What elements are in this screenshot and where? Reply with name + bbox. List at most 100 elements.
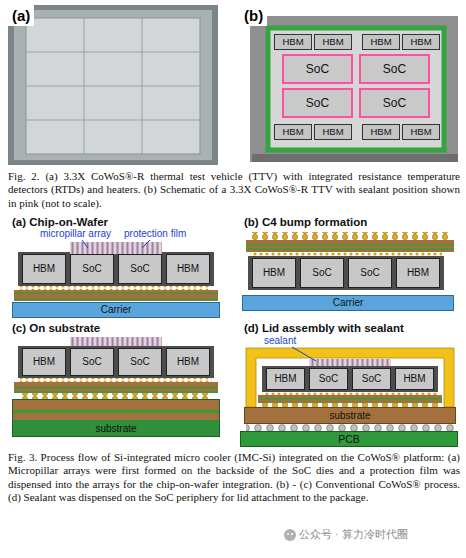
die-box: SoC xyxy=(300,258,344,288)
die-box: SoC xyxy=(309,368,348,390)
sealant xyxy=(309,359,391,367)
photo-substrate xyxy=(14,10,212,160)
node-text: SoC xyxy=(82,357,101,367)
callout-label: micropillar array xyxy=(40,228,111,240)
panel-title: (b) C4 bump formation xyxy=(244,216,367,229)
node-text: SoC xyxy=(319,374,338,384)
photo-die-area xyxy=(26,18,200,154)
photo-grid-line xyxy=(26,120,200,121)
panel-title: (d) Lid assembly with sealant xyxy=(244,322,404,335)
soc-box: SoC xyxy=(359,54,430,84)
carrier-layer: Carrier xyxy=(12,302,220,318)
watermark-icon xyxy=(291,533,293,535)
node-text: HBM xyxy=(177,357,199,367)
photo-grid-line xyxy=(26,52,200,53)
die-box: HBM xyxy=(395,368,434,390)
green-frame xyxy=(268,28,444,150)
die-box: SoC xyxy=(352,368,391,390)
interposer xyxy=(246,240,454,252)
node-text: HBM xyxy=(410,127,431,137)
die-box: HBM xyxy=(22,254,66,284)
micro-bumps xyxy=(20,286,212,290)
substrate-layer: substrate xyxy=(12,399,220,437)
substrate-layer: substrate xyxy=(244,407,456,424)
interposer xyxy=(258,395,442,403)
die-box: HBM xyxy=(314,124,352,140)
molding xyxy=(262,366,438,392)
node-text: SoC xyxy=(383,97,406,109)
node-text: HBM xyxy=(322,127,343,137)
panel-label: (a) xyxy=(8,5,34,26)
die-box: HBM xyxy=(314,34,352,50)
die-box: HBM xyxy=(402,34,440,50)
node-text: Carrier xyxy=(101,305,132,315)
figure-caption: Fig. 3. Process flow of Si-integrated mi… xyxy=(8,451,460,505)
soc-box: SoC xyxy=(282,88,353,118)
node-text: HBM xyxy=(33,357,55,367)
node-text: SoC xyxy=(306,63,329,75)
die-box: HBM xyxy=(274,124,312,140)
soc-box: SoC xyxy=(359,88,430,118)
figure-caption: Fig. 2. (a) 3.3X CoWoS®-R thermal test v… xyxy=(8,170,460,210)
die-box: SoC xyxy=(118,348,162,376)
die-box: SoC xyxy=(118,254,162,284)
package-board xyxy=(250,16,458,162)
node-text: HBM xyxy=(274,374,296,384)
leader-line xyxy=(142,240,150,248)
die-box: SoC xyxy=(70,348,114,376)
die-box: HBM xyxy=(362,124,400,140)
watermark-icon xyxy=(287,533,289,535)
c4-bumps xyxy=(250,232,450,240)
bga-balls xyxy=(246,424,454,431)
node-text: SoC xyxy=(360,268,379,278)
die-box: HBM xyxy=(362,34,400,50)
node-text: HBM xyxy=(322,37,343,47)
node-text: HBM xyxy=(282,127,303,137)
node-text: SoC xyxy=(82,264,101,274)
die-box: HBM xyxy=(274,34,312,50)
node-text: HBM xyxy=(33,264,55,274)
panel-title: (c) On substrate xyxy=(12,322,100,335)
micro-bumps xyxy=(262,392,438,395)
node-text: HBM xyxy=(370,127,391,137)
node-text: SoC xyxy=(312,268,331,278)
node-text: substrate xyxy=(95,424,136,434)
node-text: HBM xyxy=(403,374,425,384)
panel-title: (a) Chip-on-Wafer xyxy=(12,216,108,229)
package-side xyxy=(252,154,458,162)
leader-line xyxy=(292,347,316,361)
node-text: HBM xyxy=(282,37,303,47)
molding xyxy=(18,252,214,286)
node-text: SoC xyxy=(362,374,381,384)
die-box: SoC xyxy=(70,254,114,284)
node-text: HBM xyxy=(177,264,199,274)
photo-grid-line xyxy=(26,86,200,87)
carrier-layer: Carrier xyxy=(242,295,454,311)
molding xyxy=(18,346,214,378)
node-text: SoC xyxy=(306,97,329,109)
node-text: PCB xyxy=(338,434,360,445)
watermark-icon xyxy=(284,529,296,541)
die-box: HBM xyxy=(402,124,440,140)
molding xyxy=(248,256,444,290)
lid xyxy=(246,348,454,407)
die-box: SoC xyxy=(348,258,392,288)
micro-bumps xyxy=(250,252,442,256)
soc-box: SoC xyxy=(282,54,353,84)
pcb-board: PCB xyxy=(240,431,458,447)
callout-label: sealant xyxy=(264,335,296,347)
die-box: HBM xyxy=(266,368,305,390)
node-text: HBM xyxy=(370,37,391,47)
node-text: SoC xyxy=(383,63,406,75)
node-text: Carrier xyxy=(333,298,364,308)
micropillar-array xyxy=(70,242,162,254)
panel-label: (b) xyxy=(240,5,267,26)
die-box: HBM xyxy=(166,254,210,284)
leader-line xyxy=(82,240,88,248)
node-text: HBM xyxy=(407,268,429,278)
node-text: SoC xyxy=(130,357,149,367)
micro-bumps xyxy=(20,378,212,382)
die-box: HBM xyxy=(396,258,440,288)
interposer xyxy=(14,290,218,301)
